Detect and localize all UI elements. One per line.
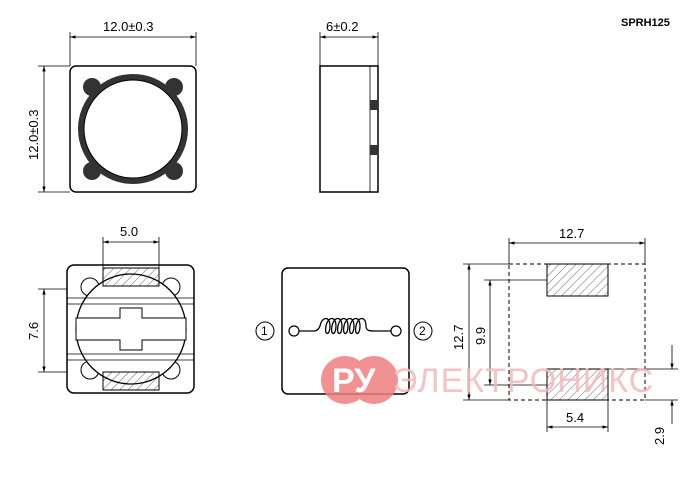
pad-height-label: 2.9 bbox=[652, 427, 667, 445]
watermark-part2: ЭЛЕКТРОНИКС bbox=[393, 362, 654, 400]
side-view: 6±0.2 bbox=[319, 19, 379, 193]
bottom-spacing-label: 5.0 bbox=[120, 224, 138, 239]
pad-width-label: 5.4 bbox=[566, 410, 584, 425]
land-width-label: 12.7 bbox=[559, 226, 584, 241]
land-height-label: 12.7 bbox=[451, 325, 466, 350]
land-pattern-view: 12.7 12.7 9.9 5.4 2.9 bbox=[451, 226, 678, 445]
land-inner-label: 9.9 bbox=[473, 327, 488, 345]
bottom-view: 5.0 7.6 bbox=[26, 224, 195, 394]
land-pad-top bbox=[546, 263, 609, 297]
top-height-label: 12.0±0.3 bbox=[26, 109, 41, 160]
bottom-view-body bbox=[66, 264, 195, 394]
bottom-terminal-top bbox=[102, 267, 160, 287]
pin2-label: 2 bbox=[419, 324, 426, 338]
top-view: 12.0±0.3 12.0±0.3 bbox=[26, 19, 197, 193]
top-width-label: 12.0±0.3 bbox=[103, 19, 154, 34]
schematic-view: 1 2 bbox=[255, 267, 433, 395]
pin1-terminal bbox=[288, 325, 300, 337]
pin1-label: 1 bbox=[261, 324, 268, 338]
side-view-body bbox=[319, 65, 379, 193]
watermark-part1: РУ bbox=[332, 362, 376, 400]
side-width-label: 6±0.2 bbox=[326, 19, 358, 34]
watermark: РУ ЭЛЕКТРОНИКС bbox=[321, 356, 654, 404]
land-pad-bottom bbox=[546, 368, 609, 401]
model-label: SPRH125 bbox=[621, 17, 670, 29]
top-view-body bbox=[69, 65, 197, 193]
coil-icon bbox=[299, 317, 391, 335]
bottom-height-label: 7.6 bbox=[26, 322, 41, 340]
pin2-terminal bbox=[390, 325, 402, 337]
bottom-terminal-bottom bbox=[102, 371, 160, 391]
